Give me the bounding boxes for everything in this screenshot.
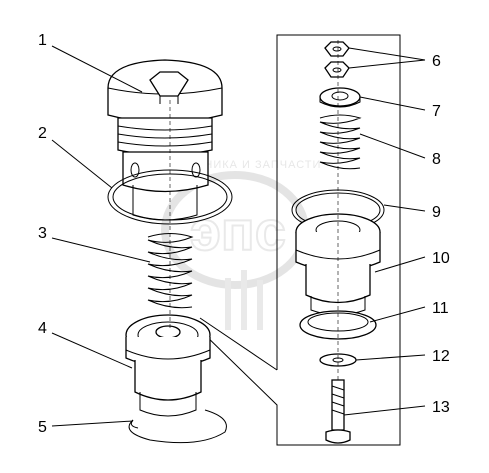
callout-5: 5 <box>38 419 47 436</box>
watermark-wheat-icon <box>225 270 263 330</box>
watermark-emblem: эпс <box>190 199 286 262</box>
callout-7: 7 <box>432 103 441 120</box>
callout-13: 13 <box>432 399 450 416</box>
callout-1: 1 <box>38 32 47 49</box>
part-7-spring-seat <box>319 87 361 108</box>
part-1-cap <box>107 59 223 221</box>
part-13-bolt <box>325 379 351 444</box>
watermark: ТЕХНИКА И ЗАПЧАСТИ эпс <box>161 159 321 330</box>
callout-12: 12 <box>432 348 450 365</box>
callout-4: 4 <box>38 320 47 337</box>
part-8-spring <box>319 114 362 170</box>
detail-frame-link <box>199 317 278 371</box>
watermark-text: ТЕХНИКА И ЗАПЧАСТИ <box>180 159 321 171</box>
callout-6: 6 <box>432 53 441 70</box>
callout-3: 3 <box>38 225 47 242</box>
callout-8: 8 <box>432 151 441 168</box>
part-10-valve-seat <box>295 213 381 316</box>
callout-9: 9 <box>432 204 441 221</box>
part-6-nuts <box>324 41 350 78</box>
detail-frame <box>199 34 401 446</box>
callout-2: 2 <box>38 125 47 142</box>
part-4-valve-body <box>125 314 211 417</box>
callout-11: 11 <box>432 300 449 317</box>
callout-10: 10 <box>432 250 450 267</box>
leader-lines <box>51 45 426 427</box>
